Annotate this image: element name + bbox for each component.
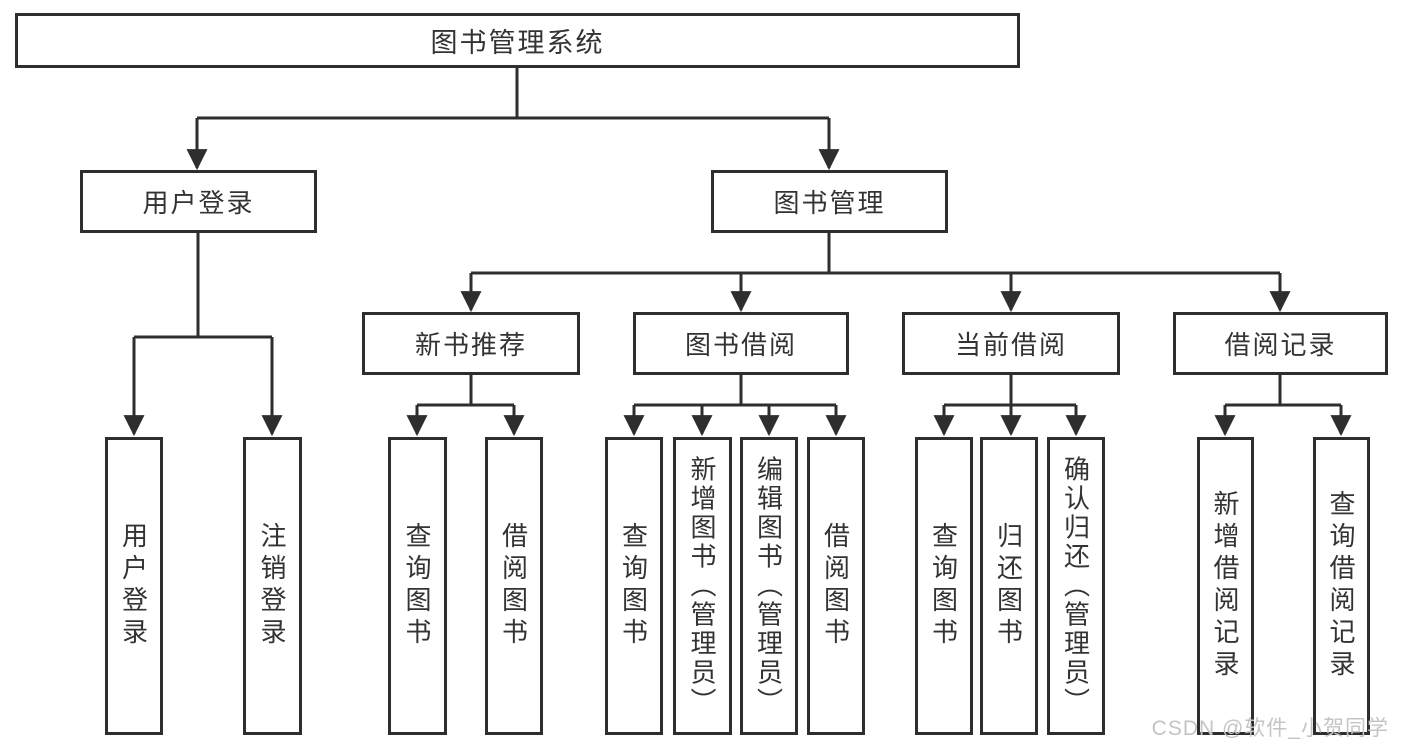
leaf-label: 用户登录 bbox=[118, 522, 149, 650]
leaf-label: 查询图书 bbox=[928, 522, 959, 650]
leaf-label: 借阅图书 bbox=[820, 522, 851, 650]
node-current-borrow: 当前借阅 bbox=[902, 312, 1120, 375]
leaf-edit-books-admin: 编辑图书（管理员） bbox=[740, 437, 798, 735]
leaf-label: 查询图书 bbox=[402, 522, 432, 650]
leaf-query-books: 查询图书 bbox=[605, 437, 663, 735]
leaf-add-borrow-record: 新增借阅记录 bbox=[1197, 437, 1254, 735]
leaf-label: 新增图书（管理员） bbox=[687, 455, 717, 717]
leaf-label: 确认归还（管理员） bbox=[1060, 455, 1091, 717]
node-borrow-records: 借阅记录 bbox=[1173, 312, 1388, 375]
leaf-label: 归还图书 bbox=[993, 522, 1024, 650]
leaf-user-login: 用户登录 bbox=[105, 437, 163, 735]
leaf-borrow-books: 借阅图书 bbox=[807, 437, 865, 735]
leaf-add-books-admin: 新增图书（管理员） bbox=[673, 437, 732, 735]
leaf-logout: 注销登录 bbox=[243, 437, 302, 735]
node-new-book-recommend: 新书推荐 bbox=[362, 312, 580, 375]
leaf-label: 新增借阅记录 bbox=[1210, 490, 1240, 682]
leaf-label: 借阅图书 bbox=[498, 522, 529, 650]
leaf-label: 查询借阅记录 bbox=[1326, 490, 1356, 682]
node-book-management: 图书管理 bbox=[711, 170, 948, 233]
node-book-borrow: 图书借阅 bbox=[633, 312, 849, 375]
leaf-query-borrow-record: 查询借阅记录 bbox=[1313, 437, 1370, 735]
watermark-text: CSDN @软件_小贺同学 bbox=[1151, 717, 1389, 740]
leaf-query-books: 查询图书 bbox=[388, 437, 447, 735]
leaf-confirm-return-admin: 确认归还（管理员） bbox=[1047, 437, 1105, 735]
leaf-query-books: 查询图书 bbox=[915, 437, 973, 735]
leaf-return-books: 归还图书 bbox=[980, 437, 1038, 735]
leaf-borrow-books: 借阅图书 bbox=[485, 437, 543, 735]
leaf-label: 查询图书 bbox=[618, 522, 649, 650]
leaf-label: 编辑图书（管理员） bbox=[753, 455, 784, 717]
node-user-login: 用户登录 bbox=[80, 170, 317, 233]
leaf-label: 注销登录 bbox=[257, 522, 287, 650]
node-root-system: 图书管理系统 bbox=[15, 13, 1020, 68]
